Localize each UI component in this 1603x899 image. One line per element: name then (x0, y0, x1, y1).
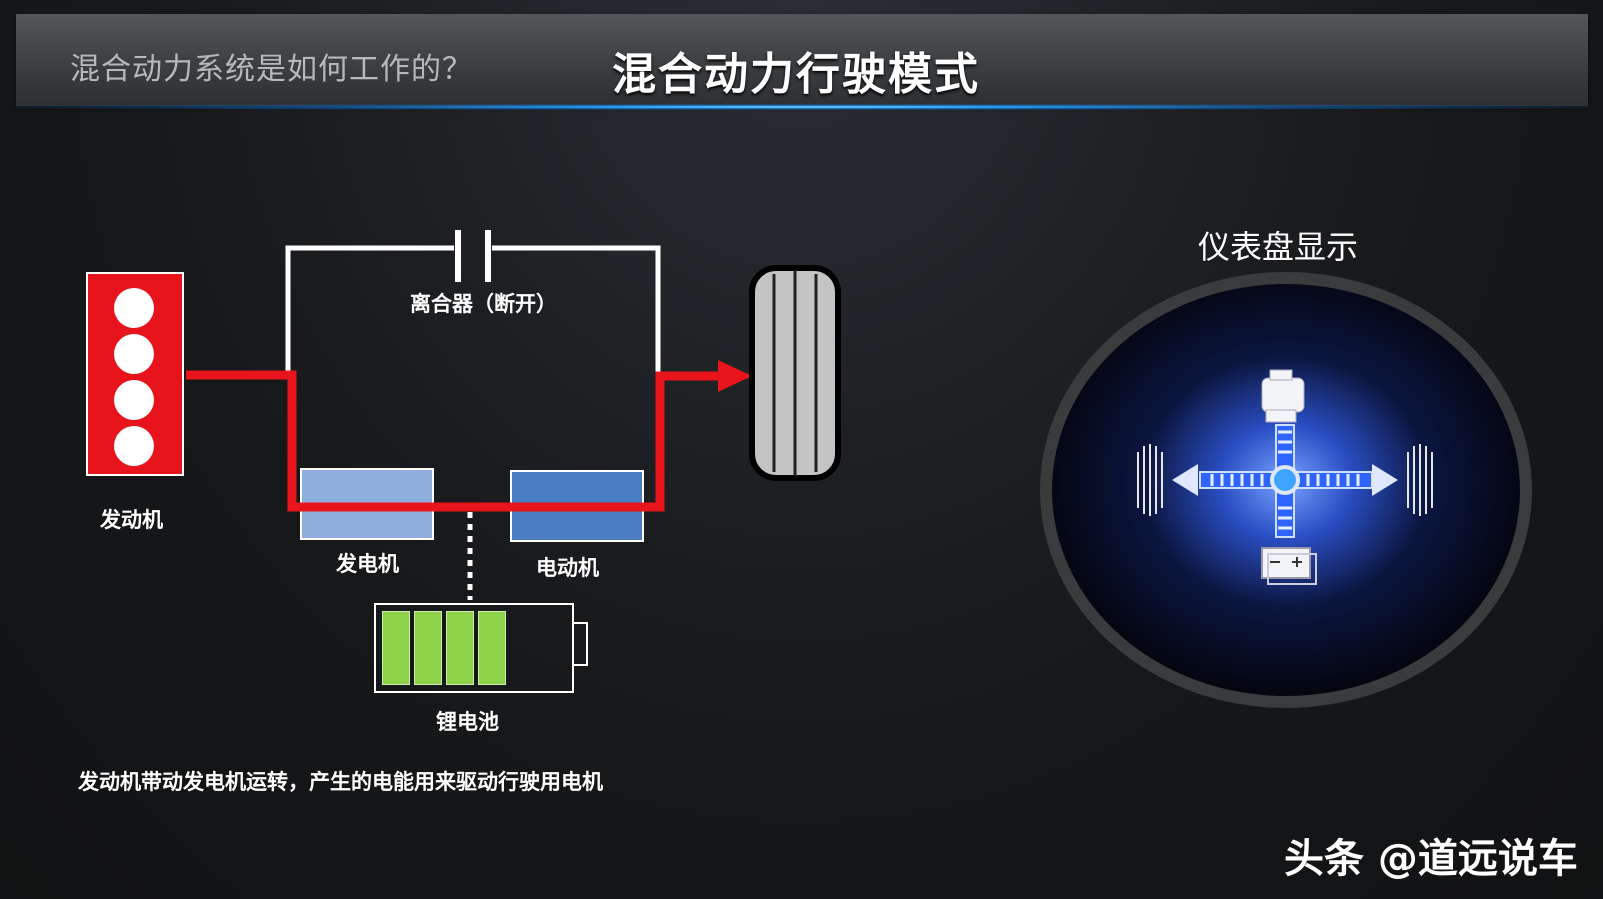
battery-label: 锂电池 (436, 710, 499, 734)
battery-cell (446, 611, 474, 685)
diagram-caption: 发动机带动发电机运转，产生的电能用来驱动行驶用电机 (78, 770, 603, 794)
battery-terminal (574, 622, 588, 666)
flow-ticks (1210, 430, 1360, 530)
cylinder-icon (114, 288, 154, 328)
wheel-icon (749, 265, 841, 481)
cylinder-icon (114, 426, 154, 466)
cylinder-icon (114, 334, 154, 374)
engine-block (86, 272, 184, 476)
page-subtitle: 混合动力系统是如何工作的？ (70, 52, 473, 87)
battery-block (374, 603, 574, 693)
watermark: 头条 @道远说车 (1284, 836, 1578, 882)
mechanical-path (492, 245, 661, 372)
wheel-icon (1407, 444, 1433, 516)
mechanical-path (285, 245, 454, 372)
energy-flow-path (186, 370, 720, 512)
clutch-label: 离合器（断开） (410, 292, 557, 316)
page-title: 混合动力行驶模式 (612, 49, 980, 100)
generator-label: 发电机 (336, 552, 399, 576)
engine-icon (1261, 369, 1305, 423)
header-glow (16, 104, 1588, 110)
header-bar (16, 14, 1588, 106)
arrow-right-icon (1372, 464, 1398, 496)
battery-cell (478, 611, 506, 685)
hub-icon (1270, 465, 1300, 495)
battery-cell (414, 611, 442, 685)
battery-cell (382, 611, 410, 685)
motor-label: 电动机 (536, 556, 599, 580)
flow-arrow-icon (718, 360, 752, 392)
arrow-left-icon (1172, 464, 1198, 496)
battery-icon (1261, 547, 1317, 585)
cylinder-icon (114, 380, 154, 420)
dashboard-title: 仪表盘显示 (1198, 228, 1359, 266)
wheel-icon (1137, 444, 1163, 516)
engine-label: 发动机 (100, 508, 163, 532)
